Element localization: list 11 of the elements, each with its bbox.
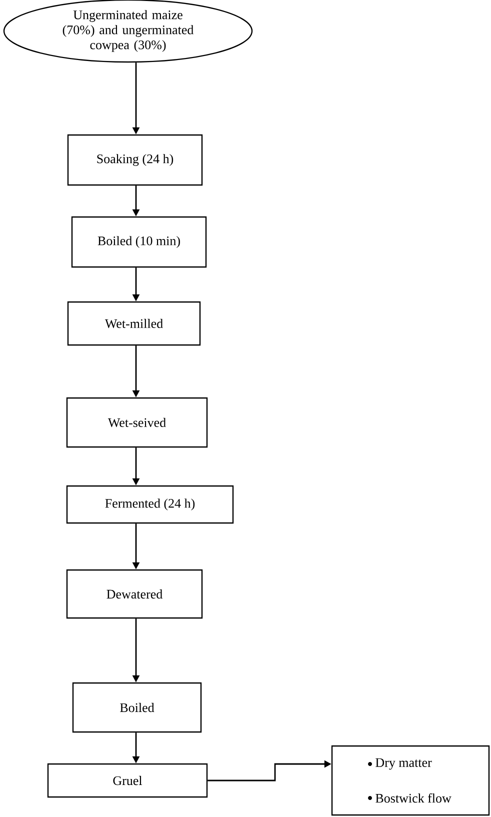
result-box xyxy=(331,745,490,816)
bullet-item: Bostwick flow xyxy=(376,793,452,803)
process-box: Fermented (24 h) xyxy=(66,485,234,524)
process-box: Wet-seived xyxy=(66,397,208,448)
bullet-item: Dry matter xyxy=(376,758,432,770)
process-box: Dewatered xyxy=(66,569,203,619)
process-box: Wet-milled xyxy=(67,301,201,346)
process-box: Boiled xyxy=(72,682,202,733)
process-box: Soaking (24 h) xyxy=(67,134,203,186)
process-box: Boiled (10 min) xyxy=(71,216,207,268)
process-box: Gruel xyxy=(47,763,208,798)
